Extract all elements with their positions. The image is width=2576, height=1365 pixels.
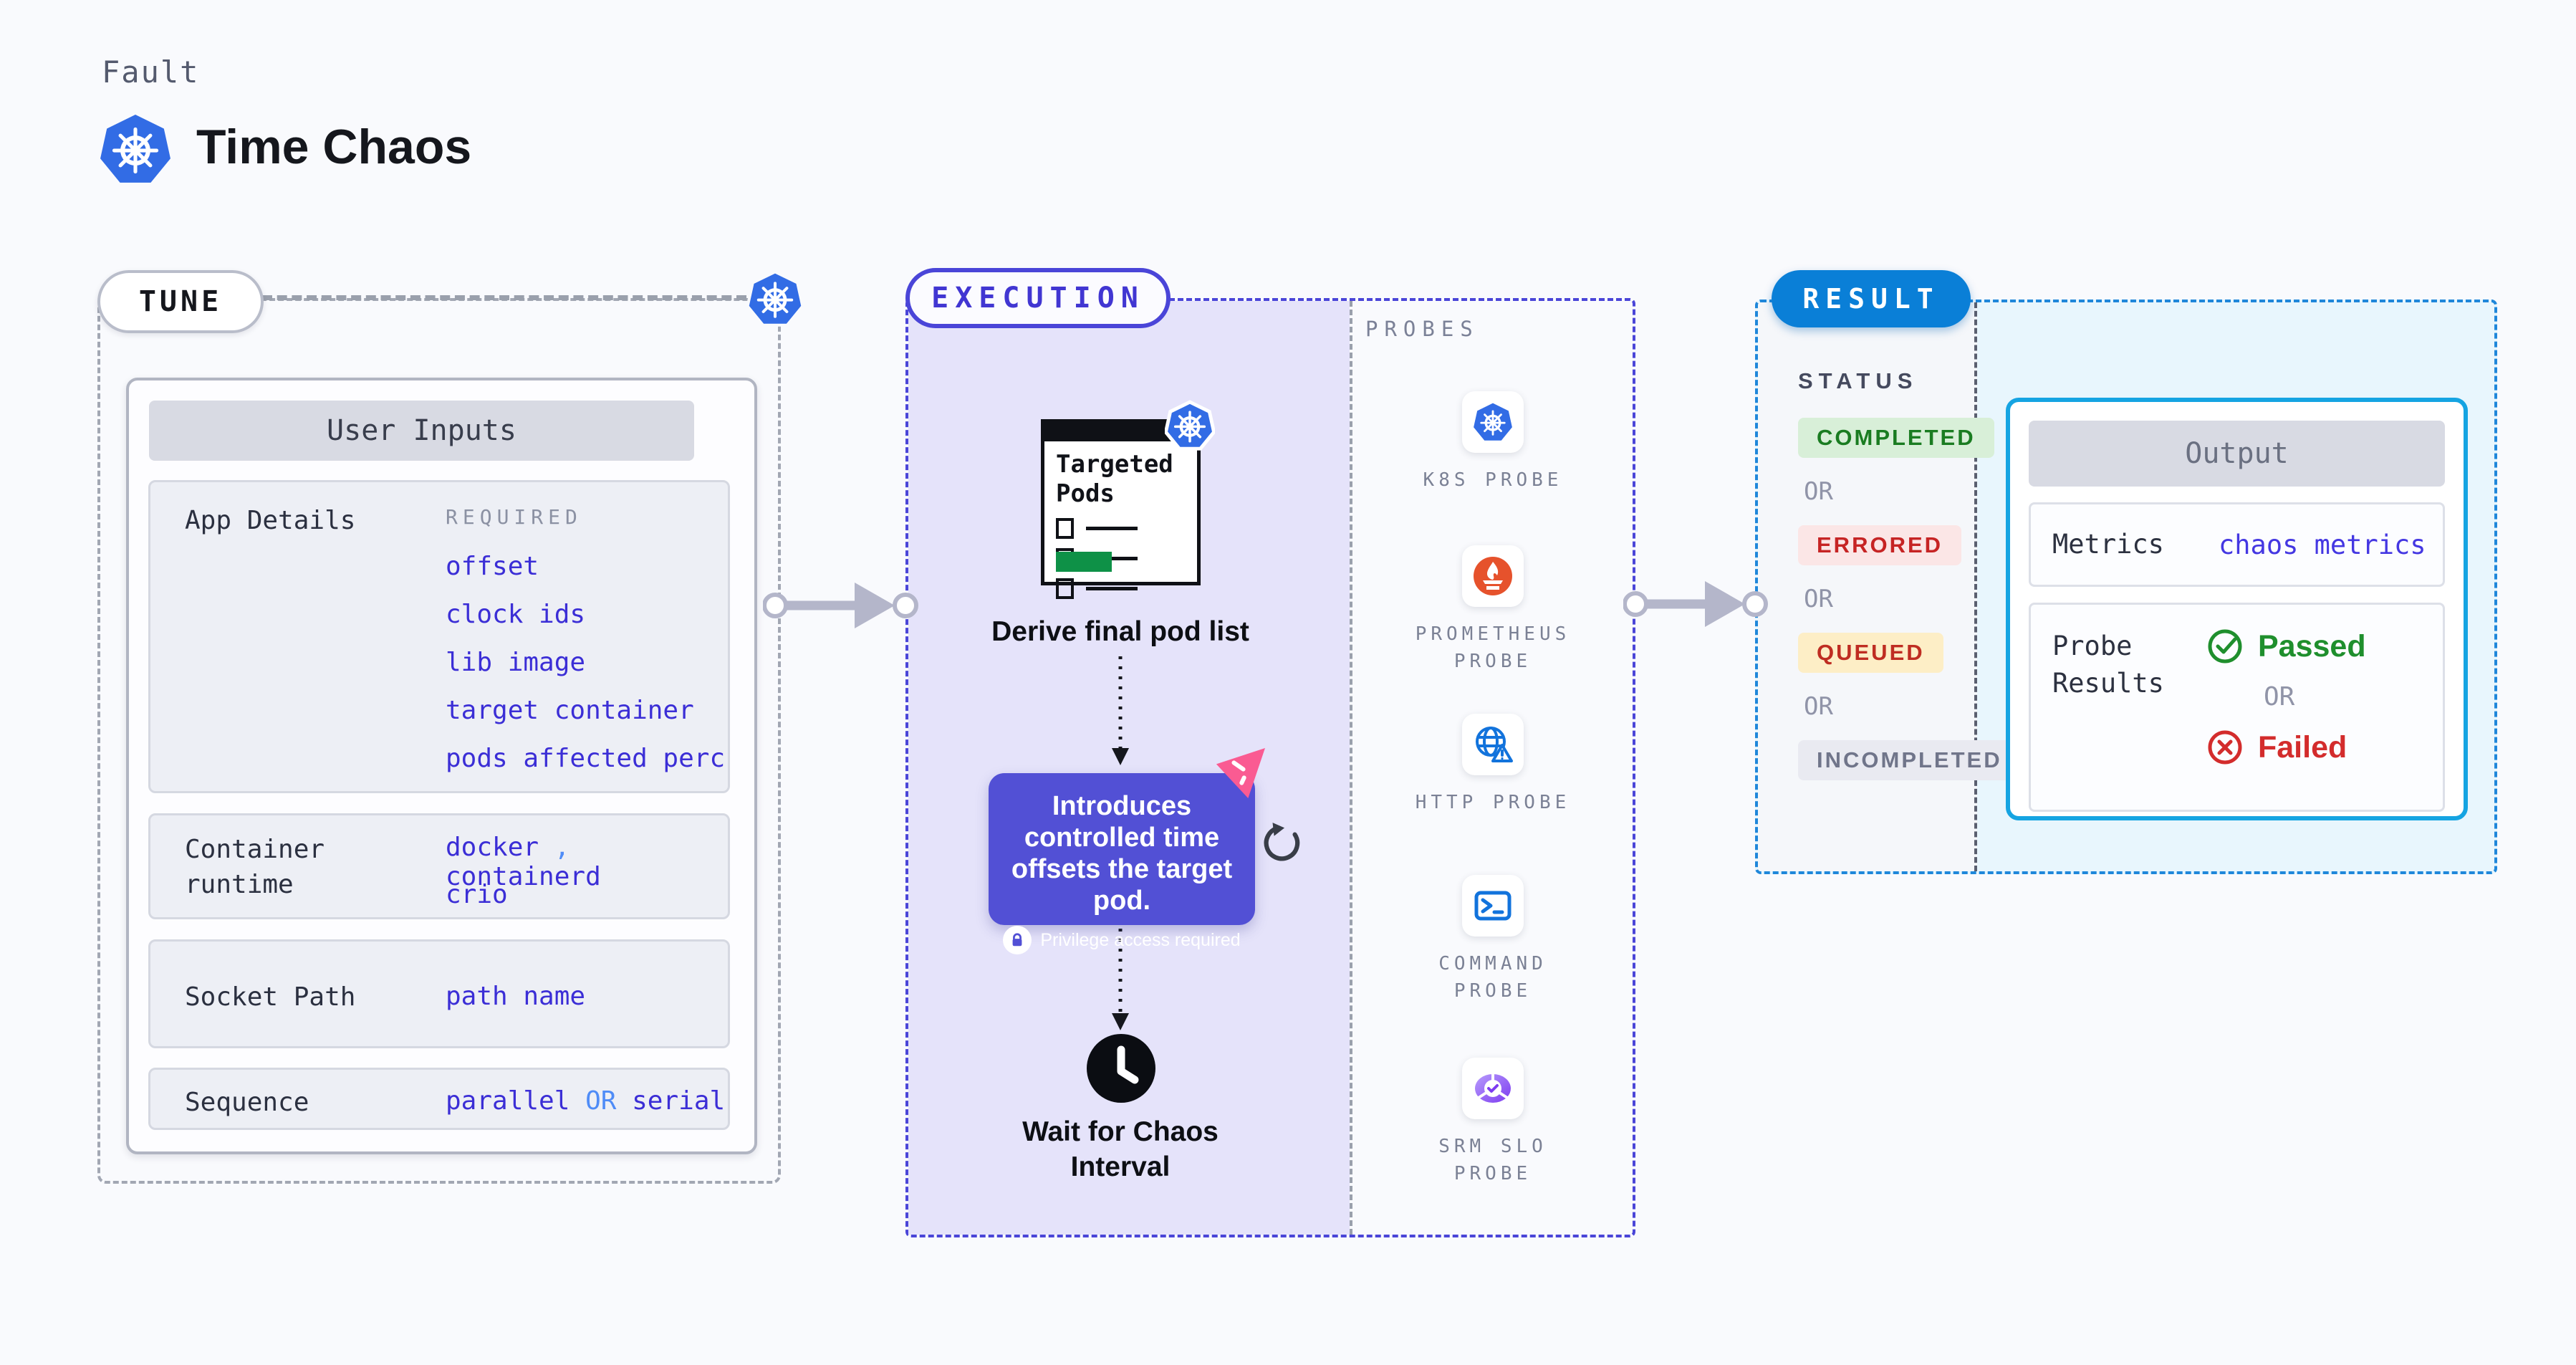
line-placeholder (1086, 526, 1138, 530)
metrics-label: Metrics (2052, 529, 2164, 560)
pod-checklist-item (1056, 578, 1197, 599)
fault-description: Introduces controlled time offsets the t… (1011, 791, 1233, 916)
status-badge-queued: QUEUED (1798, 633, 1943, 673)
probe-card (1462, 545, 1524, 607)
arrow-tune-to-execution (763, 583, 918, 628)
pod-checklist-item (1056, 517, 1197, 539)
user-inputs-title: User Inputs (149, 401, 694, 461)
input-value: clock ids (446, 600, 586, 629)
status-column: STATUS COMPLETED OR ERRORED OR QUEUED OR… (1758, 302, 2021, 871)
tune-connector-line (262, 295, 746, 300)
kubernetes-icon (746, 270, 804, 327)
progress-bar (1056, 552, 1112, 572)
probe-card (1462, 391, 1524, 453)
fault-info-card: Introduces controlled time offsets the t… (989, 773, 1255, 955)
probe-item-command: COMMAND PROBE (1378, 875, 1607, 1005)
failed-text: Failed (2258, 729, 2347, 765)
probes-lane (1350, 301, 1633, 1235)
or-separator: OR (1804, 692, 1833, 721)
probe-item-k8s: K8S PROBE (1378, 391, 1607, 494)
status-badge-incompleted: INCOMPLETED (1798, 740, 2021, 780)
dotted-connector (1112, 929, 1129, 1030)
privilege-badge-text: Privilege access required (1040, 929, 1241, 950)
terminal-icon (1474, 891, 1512, 921)
kubernetes-icon (1165, 400, 1215, 451)
probes-title: PROBES (1365, 317, 1479, 341)
prometheus-icon (1474, 557, 1512, 595)
refresh-icon (1264, 823, 1300, 861)
kubernetes-icon (1474, 403, 1512, 441)
probe-card (1462, 1058, 1524, 1119)
output-title: Output (2029, 421, 2445, 487)
socket-path-row: Socket Path path name (148, 939, 730, 1048)
kubernetes-icon (100, 115, 170, 183)
clock-icon (1087, 1034, 1155, 1103)
socket-path-label: Socket Path (185, 982, 356, 1012)
x-circle-icon (2208, 730, 2242, 765)
output-panel: Output Metrics chaos metrics Probe Resul… (2006, 398, 2468, 820)
line-placeholder (1086, 586, 1138, 590)
runtime-value-crio: crio (446, 880, 508, 909)
check-circle-icon (2208, 629, 2242, 664)
probe-name: HTTP PROBE (1415, 792, 1571, 813)
status-title: STATUS (1798, 368, 1918, 393)
app-details-label: App Details (185, 506, 356, 535)
derive-pod-list-caption: Derive final pod list (991, 616, 1249, 647)
input-value: offset (446, 552, 539, 581)
sequence-label: Sequence (185, 1088, 309, 1117)
container-runtime-row: Container runtime docker , containerd cr… (148, 813, 730, 919)
or-separator: OR (1804, 477, 1833, 506)
sequence-value: parallel OR serial (446, 1086, 726, 1116)
targeted-pods-card: Targeted Pods (1041, 419, 1201, 599)
status-badge-errored: ERRORED (1798, 525, 1962, 565)
probe-results-values: Passed OR Failed (2206, 628, 2366, 810)
checkbox-icon (1056, 578, 1074, 599)
passed-text: Passed (2258, 628, 2366, 664)
app-details-values: offset clock ids lib image target contai… (446, 542, 725, 782)
fault-eyebrow: Fault (102, 54, 200, 90)
probe-card (1462, 714, 1524, 775)
wait-interval-caption: Wait for Chaos Interval (1022, 1116, 1219, 1182)
page-title: Time Chaos (196, 120, 472, 174)
tune-section-label: TUNE (97, 270, 264, 333)
line-placeholder (1086, 556, 1138, 560)
sequence-row: Sequence parallel OR serial (148, 1068, 730, 1130)
failed-line: Failed (2206, 729, 2366, 766)
input-value: lib image (446, 648, 586, 677)
metrics-row: Metrics chaos metrics (2029, 502, 2445, 587)
execution-section-label: EXECUTION (905, 268, 1171, 328)
probe-name: K8S PROBE (1423, 469, 1563, 491)
or-separator: OR (1804, 585, 1833, 613)
metrics-value: chaos metrics (2219, 529, 2426, 560)
probe-results-label: Probe Results (2052, 631, 2164, 699)
probe-name: SRM SLO PROBE (1438, 1136, 1547, 1184)
privilege-badge: Privilege access required (989, 926, 1255, 955)
app-details-row: App Details REQUIRED offset clock ids li… (148, 480, 730, 793)
user-inputs-panel: User Inputs App Details REQUIRED offset … (126, 378, 757, 1154)
probe-item-http: HTTP PROBE (1378, 714, 1607, 817)
input-value: pods affected perc (446, 744, 726, 773)
probe-item-srm-slo: SRM SLO PROBE (1378, 1058, 1607, 1187)
slo-donut-icon (1475, 1073, 1511, 1103)
targeted-pods-title: Targeted Pods (1056, 450, 1173, 508)
required-tag: REQUIRED (446, 505, 582, 529)
passed-line: Passed (2206, 628, 2366, 665)
runtime-values: docker , containerd (446, 833, 601, 891)
dotted-connector (1112, 656, 1129, 765)
status-badge-completed: COMPLETED (1798, 418, 1994, 458)
probe-item-prometheus: PROMETHEUS PROBE (1378, 545, 1607, 675)
result-section-label: RESULT (1772, 270, 1971, 327)
container-runtime-label: Container runtime (185, 835, 325, 899)
probe-card (1462, 875, 1524, 937)
arrow-execution-to-result (1623, 581, 1768, 627)
probe-name: COMMAND PROBE (1438, 953, 1547, 1002)
socket-path-value: path name (446, 982, 586, 1011)
lock-icon (1003, 926, 1032, 955)
probe-results-row: Probe Results Passed OR Faile (2029, 603, 2445, 812)
globe-alert-icon (1476, 727, 1513, 762)
probe-name: PROMETHEUS PROBE (1415, 623, 1571, 672)
checkbox-icon (1056, 517, 1074, 539)
input-value: target container (446, 696, 694, 725)
or-separator: OR (2264, 682, 2295, 712)
